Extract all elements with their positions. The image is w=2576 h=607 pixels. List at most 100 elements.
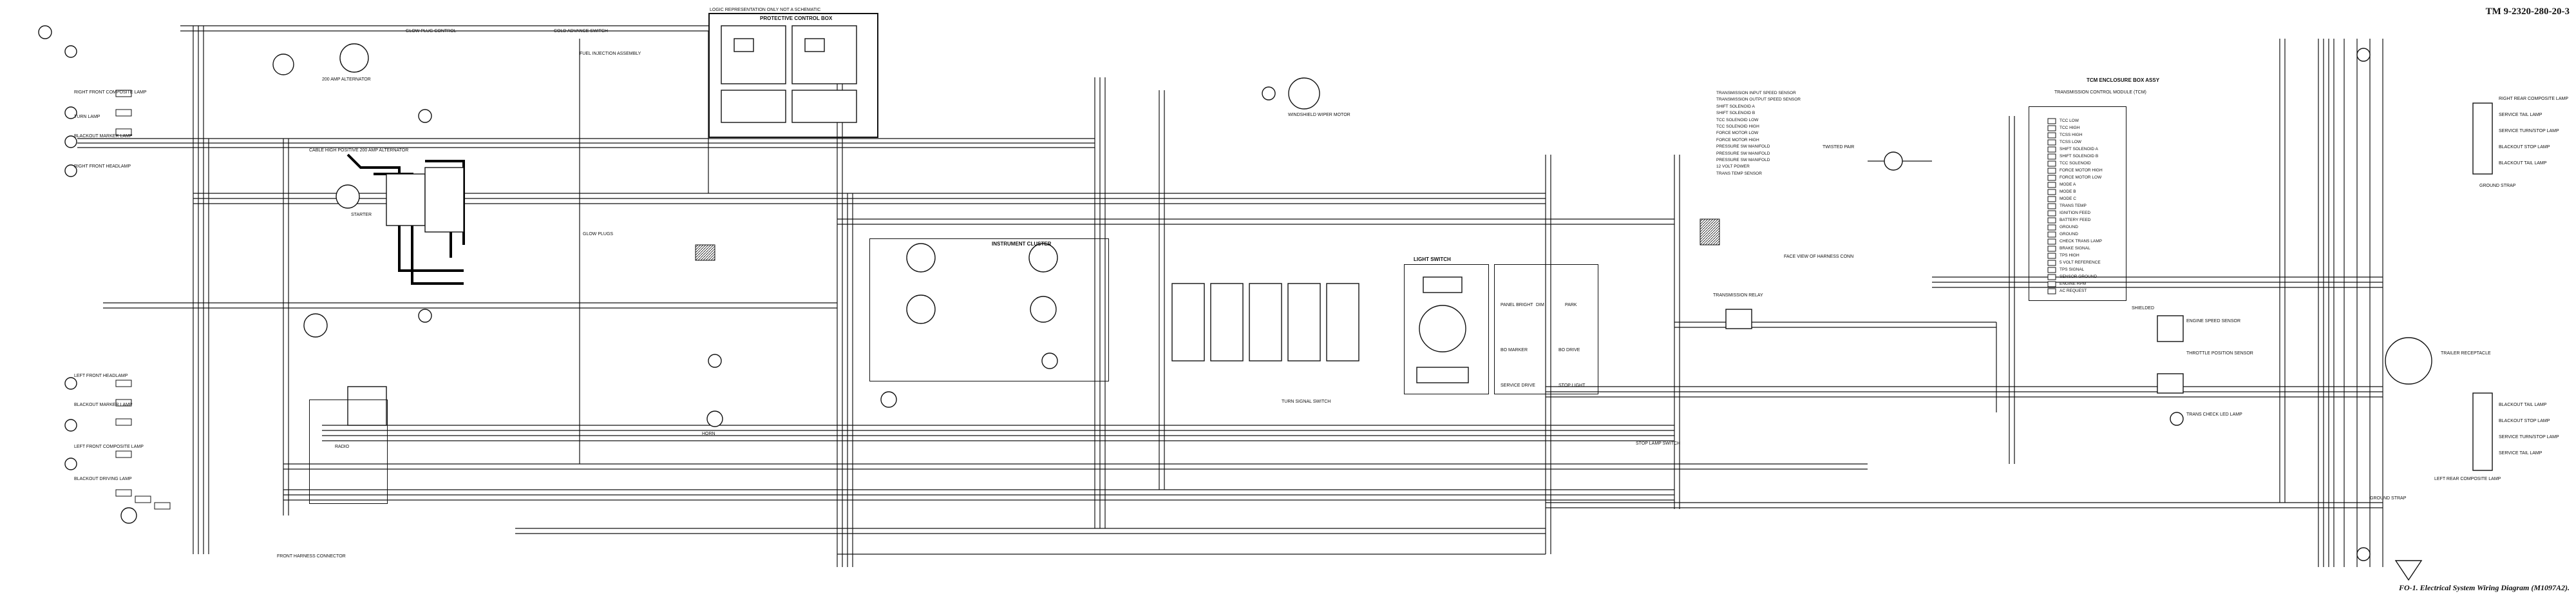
front-harness-connector-label: FRONT HARNESS CONNECTOR — [277, 554, 346, 559]
tcm-pin-label: AC REQUEST — [2060, 289, 2087, 293]
sensor-item: TRANS TEMP SENSOR — [1716, 171, 1762, 176]
ls-pos-service-drive: SERVICE DRIVE — [1501, 383, 1535, 388]
radio-label: RADIO — [335, 445, 350, 449]
instrument-cluster-title: INSTRUMENT CLUSTER — [992, 241, 1052, 247]
vertical-wires — [193, 26, 2383, 567]
rr-blackout-tail: BLACKOUT TAIL LAMP — [2499, 161, 2547, 166]
wiper-motor-label: WINDSHIELD WIPER MOTOR — [1288, 113, 1350, 117]
light-switch-box — [1404, 264, 1489, 394]
rr-blackout-stop: BLACKOUT STOP LAMP — [2499, 145, 2550, 149]
instrument-cluster-box — [869, 238, 1109, 381]
tcm-pin-label: SHIFT SOLENOID B — [2060, 154, 2099, 159]
rr-ground-strap: GROUND STRAP — [2479, 184, 2516, 188]
tcm-pin-label: TPS SIGNAL — [2060, 267, 2085, 272]
lr-ground-strap: GROUND STRAP — [2370, 496, 2407, 501]
engine-components — [272, 43, 464, 426]
cold-advance-label: COLD ADVANCE SWITCH — [554, 29, 608, 34]
protective-control-box — [708, 13, 878, 138]
lr-service-turn-stop: SERVICE TURN/STOP LAMP — [2499, 435, 2559, 439]
lamp-blackout-driving: BLACKOUT DRIVING LAMP — [74, 477, 132, 481]
lamp-right-front-composite: RIGHT FRONT COMPOSITE LAMP — [74, 90, 147, 95]
tcm-pin-label: MODE A — [2060, 182, 2076, 187]
tcm-pin-label: BRAKE SIGNAL — [2060, 246, 2090, 251]
transmission-sensor-list: TRANSMISSION INPUT SPEED SENSOR TRANSMIS… — [1716, 90, 1801, 177]
lr-service-tail: SERVICE TAIL LAMP — [2499, 451, 2543, 456]
tcm-pin-label: FORCE MOTOR HIGH — [2060, 168, 2103, 173]
misc-elements — [695, 218, 1720, 261]
left-lamp-symbols — [38, 25, 137, 524]
trans-check-lamp-label: TRANS CHECK LED LAMP — [2186, 412, 2242, 417]
sensor-item: PRESSURE SW MANIFOLD — [1716, 151, 1770, 156]
left-connectors — [115, 90, 171, 510]
tcm-module-box — [2029, 106, 2126, 301]
cable-note: CABLE HIGH POSITIVE 200 AMP ALTERNATOR — [309, 148, 409, 153]
lamp-turn: TURN LAMP — [74, 115, 100, 119]
tcm-pins — [2047, 118, 2056, 294]
tcm-enclosure-title: TCM ENCLOSURE BOX ASSY — [2087, 77, 2160, 83]
sensor-item: TCC SOLENOID HIGH — [1716, 124, 1759, 130]
horn-label: HORN — [702, 432, 715, 436]
tcm-pin-label: BATTERY FEED — [2060, 218, 2091, 222]
sensor-item: SHIFT SOLENOID A — [1716, 104, 1755, 109]
tcm-pin-label: SENSOR GROUND — [2060, 275, 2098, 279]
ls-pos-park: PARK — [1565, 303, 1577, 307]
tcm-pin-label: TPS HIGH — [2060, 253, 2079, 258]
sensor-item: FORCE MOTOR HIGH — [1716, 137, 1759, 142]
lamp-left-front-composite: LEFT FRONT COMPOSITE LAMP — [74, 445, 144, 449]
lr-blackout-stop: BLACKOUT STOP LAMP — [2499, 419, 2550, 423]
tcm-pin-label: MODE B — [2060, 189, 2076, 194]
lamp-blackout-marker-left: BLACKOUT MARKER LAMP — [74, 403, 133, 407]
tcm-pin-label: ENGINE RPM — [2060, 282, 2087, 286]
ls-pos-bo-marker: BO MARKER — [1501, 348, 1528, 352]
ls-pos-dim: DIM — [1536, 303, 1544, 307]
tcm-pin-label: TCSS LOW — [2060, 140, 2081, 144]
tcm-pin-label: GROUND — [2060, 232, 2078, 236]
protective-box-title: PROTECTIVE CONTROL BOX — [760, 15, 833, 21]
tcm-module-title: TRANSMISSION CONTROL MODULE (TCM) — [2054, 90, 2146, 95]
tcm-pin-label: MODE C — [2060, 197, 2076, 201]
engine-speed-label: ENGINE SPEED SENSOR — [2186, 319, 2241, 323]
sensor-item: PRESSURE SW MANIFOLD — [1716, 158, 1770, 163]
sensor-item: 12 VOLT POWER — [1716, 164, 1750, 169]
sensor-item: TRANSMISSION INPUT SPEED SENSOR — [1716, 91, 1796, 95]
light-switch-positions-box — [1494, 264, 1598, 394]
tcm-pin-label: IGNITION FEED — [2060, 211, 2091, 215]
tcm-pin-label: 5 VOLT REFERENCE — [2060, 260, 2101, 265]
rr-service-turn-stop: SERVICE TURN/STOP LAMP — [2499, 129, 2559, 133]
tcm-pin-list: TCC LOW TCC HIGH TCSS HIGH TCSS LOW SHIF… — [2060, 117, 2103, 294]
tcm-pin-label: TCC HIGH — [2060, 126, 2080, 130]
transmission-relay-label: TRANSMISSION RELAY — [1713, 293, 1763, 298]
ls-pos-panel-bright: PANEL BRIGHT — [1501, 303, 1533, 307]
ls-pos-stop-light: STOP LIGHT — [1558, 383, 1586, 388]
tcm-pin-label: SHIFT SOLENOID A — [2060, 147, 2098, 151]
twisted-pair-label: TWISTED PAIR — [1823, 145, 1855, 149]
radio-box — [309, 400, 388, 504]
rr-service-tail: SERVICE TAIL LAMP — [2499, 113, 2543, 117]
shielded-label: SHIELDED — [2132, 306, 2155, 311]
protective-box-contents — [721, 25, 857, 123]
stop-lamp-switch-label: STOP LAMP SWITCH — [1636, 441, 1681, 446]
trailer-receptacle-label: TRAILER RECEPTACLE — [2441, 351, 2491, 356]
figure-caption: FO-1. Electrical System Wiring Diagram (… — [2398, 583, 2570, 592]
sensor-item: TRANSMISSION OUTPUT SPEED SENSOR — [1716, 97, 1801, 102]
right-lamp-symbols — [2356, 48, 2493, 581]
sensor-item: FORCE MOTOR LOW — [1716, 131, 1759, 136]
face-view-label: FACE VIEW OF HARNESS CONN — [1784, 255, 1854, 259]
sensor-item: TCC SOLENOID LOW — [1716, 117, 1759, 122]
lamp-left-front-headlamp: LEFT FRONT HEADLAMP — [74, 374, 128, 378]
tcm-pin-label: TRANS TEMP — [2060, 204, 2087, 208]
sensor-item: SHIFT SOLENOID B — [1716, 111, 1756, 116]
ls-pos-bo-drive: BO DRIVE — [1558, 348, 1580, 352]
glow-plugs-label: GLOW PLUGS — [583, 232, 614, 236]
left-rear-composite-label: LEFT REAR COMPOSITE LAMP — [2434, 477, 2501, 481]
tcm-pin-label: GROUND — [2060, 225, 2078, 229]
light-switch-title: LIGHT SWITCH — [1414, 256, 1451, 262]
tm-number: TM 9-2320-280-20-3 — [2485, 6, 2570, 17]
tps-label: THROTTLE POSITION SENSOR — [2186, 351, 2253, 356]
right-rear-composite-label: RIGHT REAR COMPOSITE LAMP — [2499, 97, 2568, 101]
turn-signal-label: TURN SIGNAL SWITCH — [1282, 400, 1331, 404]
tcm-pin-label: CHECK TRANS LAMP — [2060, 239, 2102, 244]
fuel-injection-label: FUEL INJECTION ASSEMBLY — [580, 52, 641, 56]
